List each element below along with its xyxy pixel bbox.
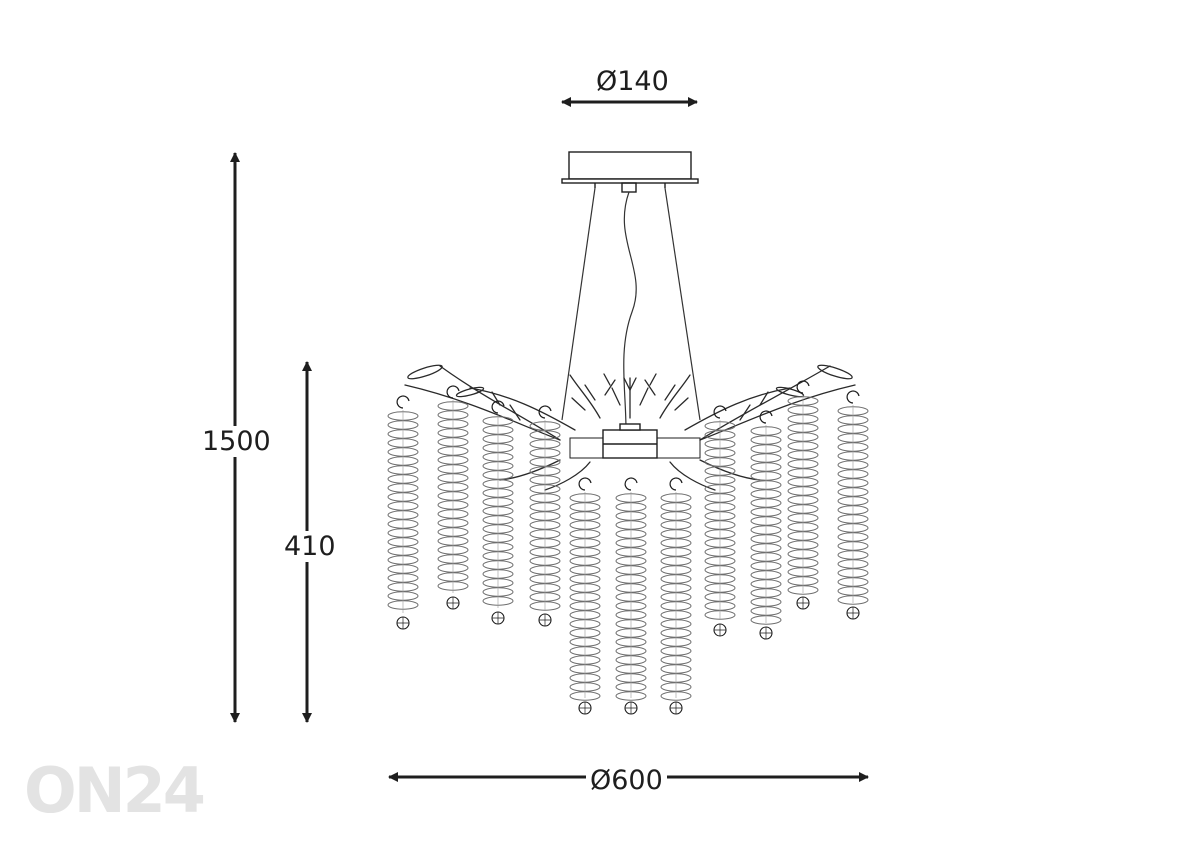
strand-drop-facets [714, 624, 726, 636]
strand-drop-facets [847, 607, 859, 619]
arm-branch [669, 461, 716, 491]
body-diameter-label: Ø600 [586, 765, 667, 796]
strand-hook [624, 477, 638, 491]
strand-drop-facets [492, 612, 504, 624]
arm-twig [571, 397, 586, 411]
crystal-strand [482, 400, 514, 625]
strand-drop-facets [447, 597, 459, 609]
strand-drop-facets [539, 614, 551, 626]
strand-drop-facets [760, 627, 772, 639]
arm-branch [684, 387, 791, 431]
arm-twig [639, 387, 649, 406]
arm-twig [584, 384, 596, 401]
arm-branch [499, 459, 561, 481]
strand-drop-facets [670, 702, 682, 714]
canopy-diameter-label: Ø140 [592, 66, 673, 97]
strand-hook [713, 405, 727, 419]
strand-drop-facets [625, 702, 637, 714]
strand-hook [446, 385, 460, 399]
arm-branch [659, 374, 691, 419]
arm-twig [739, 404, 751, 421]
strand-hook [796, 380, 810, 394]
strand-hook [846, 390, 860, 404]
arm-leaf [407, 364, 443, 380]
arm-leaf [455, 386, 485, 398]
strand-drop-facets [397, 617, 409, 629]
arm-branch [699, 384, 856, 441]
arm-leaf [775, 386, 805, 398]
crystal-strand [569, 477, 601, 715]
arm-branch [404, 384, 561, 441]
strand-hook [578, 477, 592, 491]
arm-twig [509, 404, 521, 421]
arm-twig [603, 373, 611, 386]
dimension-lines [230, 97, 869, 782]
strand-drop-facets [797, 597, 809, 609]
arm-twig [664, 384, 676, 401]
crystal-strand [615, 477, 647, 715]
crystal-strands [387, 380, 869, 715]
crystal-strand [704, 405, 736, 637]
crystal-strand [750, 410, 782, 640]
crystal-strand [529, 405, 561, 627]
arm-twig [674, 397, 689, 411]
strand-drop-facets [579, 702, 591, 714]
arm-twig [623, 377, 631, 391]
arm-twig [629, 377, 637, 391]
crystal-strand [787, 380, 819, 610]
arm-branch [544, 461, 591, 491]
arm-twig [611, 387, 621, 406]
central-hub [569, 423, 701, 459]
suspension-wires [561, 187, 701, 431]
strand-hook [538, 405, 552, 419]
arm-twig [491, 391, 501, 406]
body-height-label: 410 [280, 531, 340, 562]
watermark-logo: ON24 [24, 754, 206, 827]
arm-twig [644, 379, 656, 396]
strand-hook [491, 400, 505, 414]
strand-hook [396, 395, 410, 409]
arm-branch [569, 374, 601, 419]
crystal-strand [837, 390, 869, 620]
arm-leaf [817, 364, 853, 380]
arm-twig [604, 379, 616, 396]
crystal-strand [387, 395, 419, 630]
arm-twig [649, 373, 657, 386]
arm-branch [699, 365, 831, 441]
arm-twig [759, 391, 769, 406]
ceiling-canopy [561, 151, 699, 193]
strand-hook [669, 477, 683, 491]
crystal-strand [437, 385, 469, 610]
strand-hook [759, 410, 773, 424]
crystal-strand [660, 477, 692, 715]
total-height-label: 1500 [198, 426, 275, 457]
